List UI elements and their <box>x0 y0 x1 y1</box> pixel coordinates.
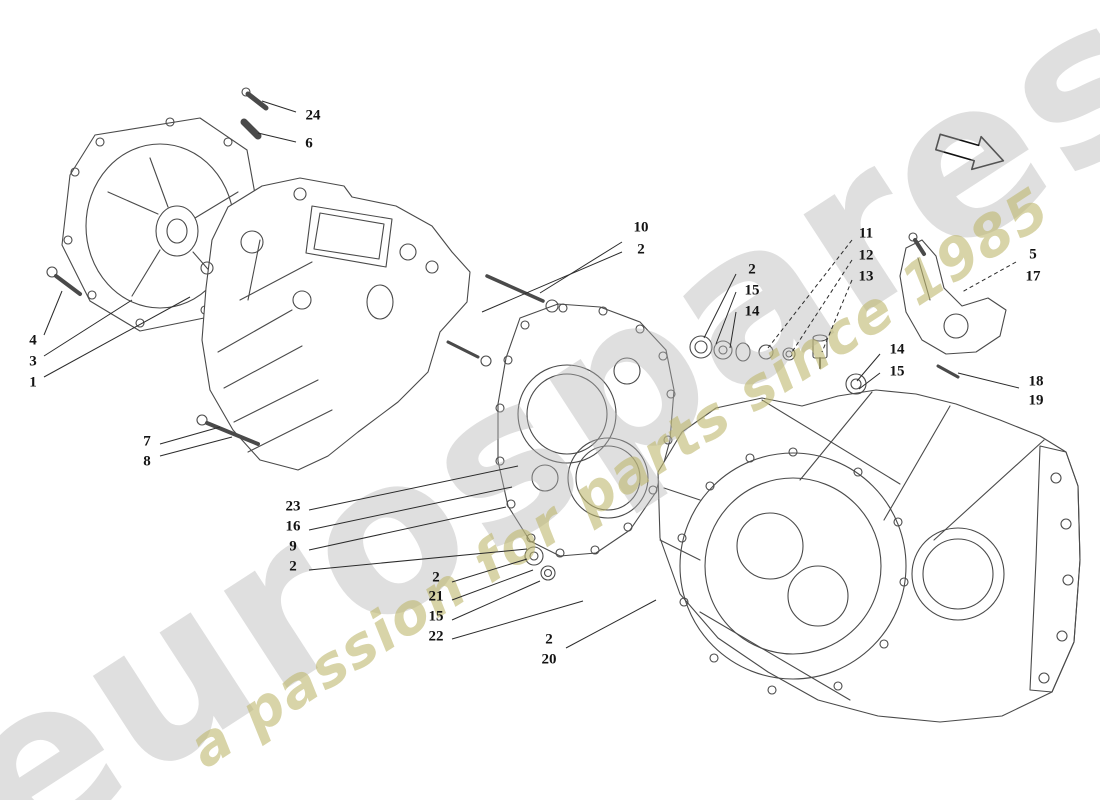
leader-line <box>451 600 584 640</box>
leader-line <box>856 353 881 382</box>
gear-carrier-plate-part <box>496 304 675 557</box>
callout-label: 10 <box>633 219 649 236</box>
leader-line <box>565 599 657 649</box>
callout-label: 2 <box>545 631 553 648</box>
callout-label: 22 <box>428 628 444 645</box>
callout-label: 8 <box>143 453 151 470</box>
callout-label: 4 <box>29 332 37 349</box>
callout-label: 15 <box>744 282 760 299</box>
callout-label: 23 <box>285 498 301 515</box>
rear-housing-part <box>658 390 1080 722</box>
small-parts <box>47 88 958 580</box>
leader-line <box>159 426 221 445</box>
leader-line <box>159 436 233 457</box>
callout-label: 12 <box>858 247 874 264</box>
callout-label: 16 <box>285 518 301 535</box>
leader-line <box>961 261 1017 293</box>
leader-line <box>308 465 519 511</box>
leader-line <box>43 296 191 378</box>
leader-line <box>308 548 528 571</box>
leader-line <box>451 558 528 583</box>
callout-label: 15 <box>889 363 905 380</box>
mounting-bracket-part <box>900 240 1006 354</box>
leader-line <box>261 100 297 113</box>
callout-label: 6 <box>305 135 313 152</box>
callout-label: 1 <box>29 374 37 391</box>
leader-line <box>308 486 513 531</box>
leader-line <box>957 372 1020 389</box>
callout-label: 2 <box>637 241 645 258</box>
callout-label: 19 <box>1028 392 1044 409</box>
direction-arrow-icon <box>933 126 1008 177</box>
callout-label: 14 <box>744 303 760 320</box>
leader-line <box>451 580 541 621</box>
leader-line <box>481 251 623 313</box>
leader-line <box>43 299 133 357</box>
leader-line <box>821 279 853 353</box>
leader-line <box>539 241 623 294</box>
callout-label: 2 <box>748 261 756 278</box>
leader-line <box>703 273 737 339</box>
callout-label: 20 <box>541 651 557 668</box>
leader-line <box>257 132 297 143</box>
callout-label: 9 <box>289 538 297 555</box>
callout-label: 2 <box>432 569 440 586</box>
callout-label: 15 <box>428 608 444 625</box>
callout-label: 11 <box>858 225 874 242</box>
leader-line <box>858 372 881 390</box>
callout-label: 21 <box>428 588 444 605</box>
callout-label: 3 <box>29 353 37 370</box>
callout-label: 18 <box>1028 373 1044 390</box>
callout-label: 17 <box>1025 268 1041 285</box>
leader-line <box>43 290 63 336</box>
leader-line <box>791 259 853 353</box>
leader-line <box>729 311 737 349</box>
leader-line <box>767 239 853 349</box>
callout-label: 14 <box>889 341 905 358</box>
callout-label: 5 <box>1029 246 1037 263</box>
callout-label: 13 <box>858 268 874 285</box>
leader-line <box>308 506 507 551</box>
callout-label: 2 <box>289 558 297 575</box>
leader-line <box>451 569 534 601</box>
gear-housing-part <box>202 178 470 470</box>
leader-line <box>715 291 737 345</box>
callout-label: 7 <box>143 433 151 450</box>
callout-label: 24 <box>305 107 321 124</box>
